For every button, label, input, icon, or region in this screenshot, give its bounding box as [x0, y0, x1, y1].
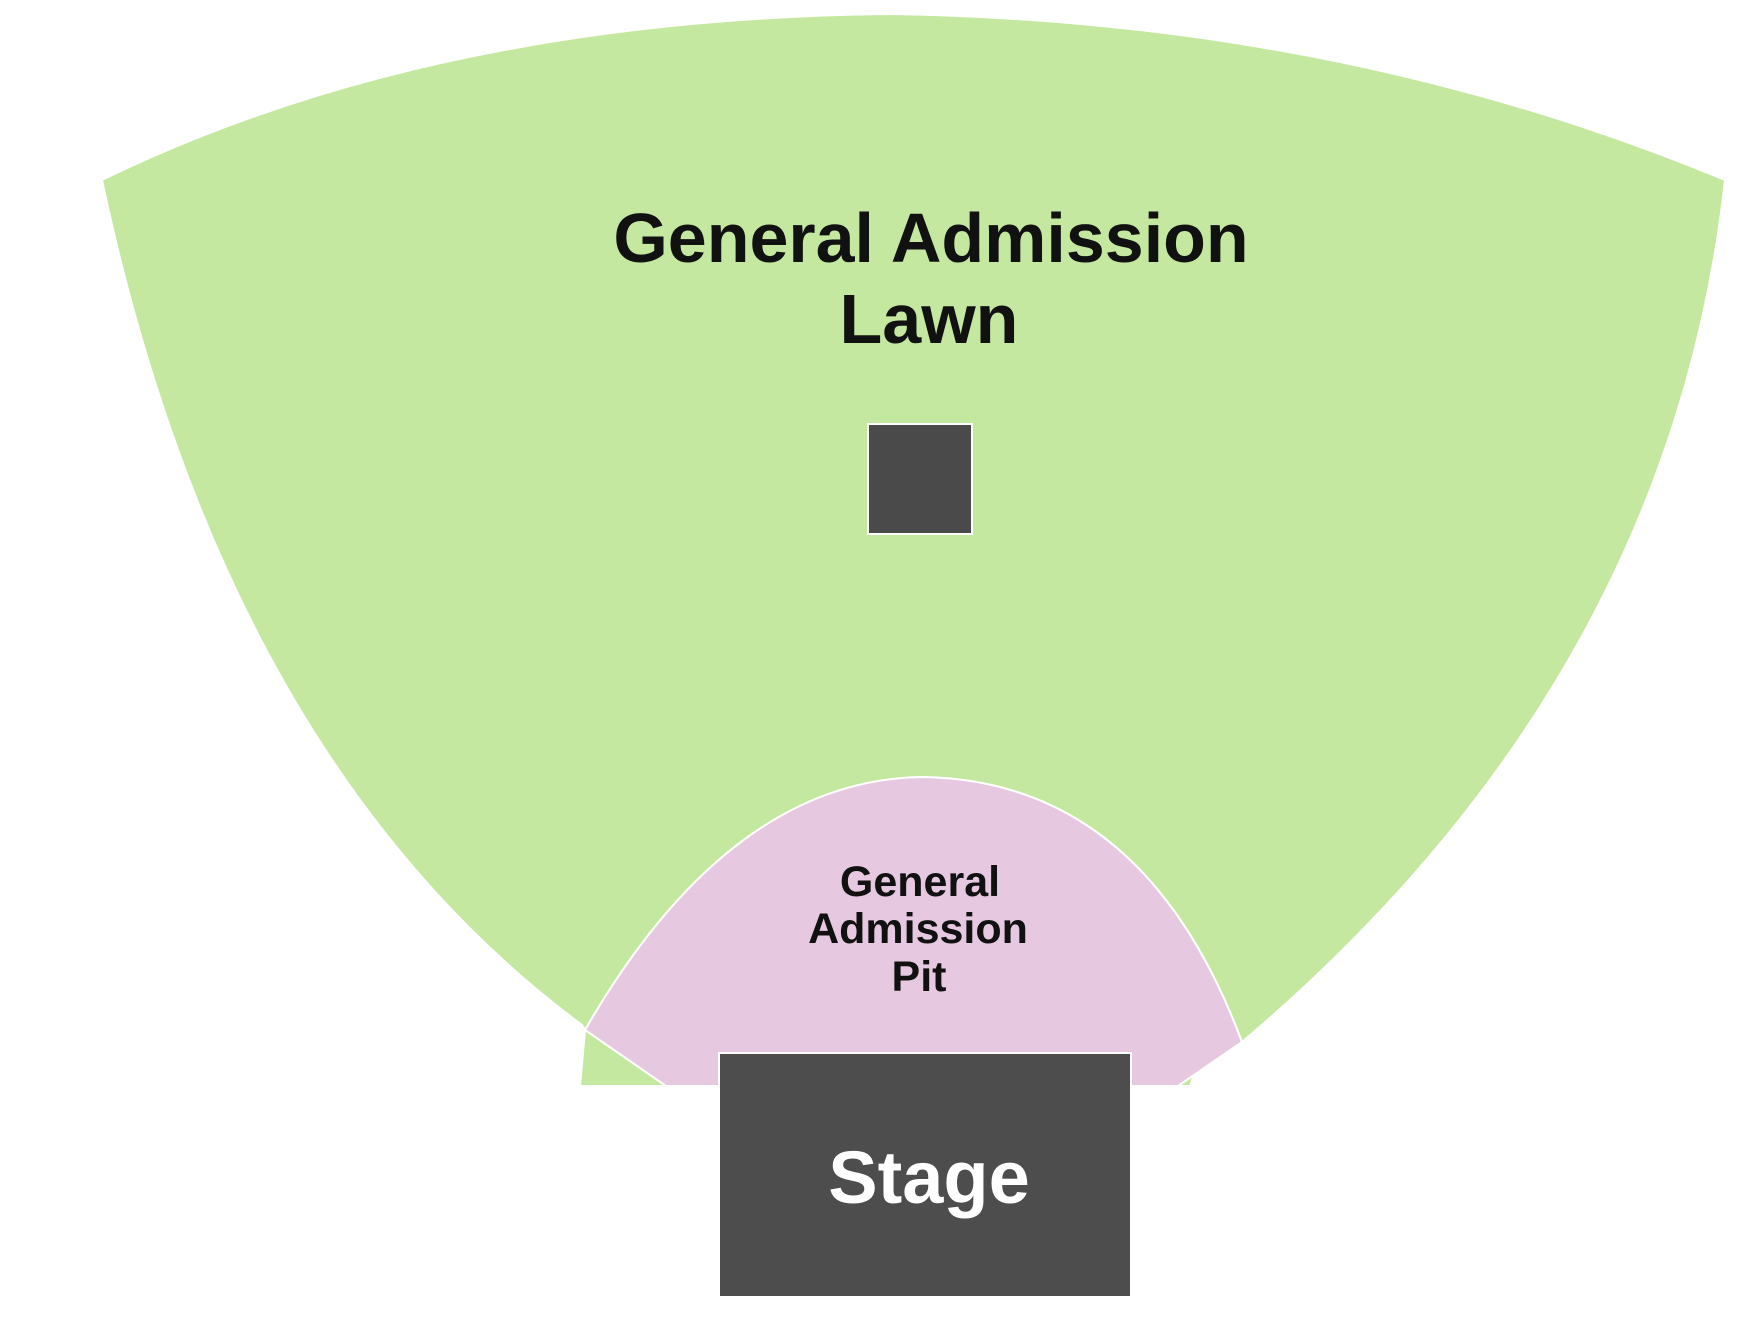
stage-label: Stage [828, 1136, 1030, 1219]
pit-label-line2: Admission [808, 905, 1028, 953]
lawn-section[interactable] [100, 12, 1727, 1087]
stage[interactable] [718, 1052, 1132, 1298]
pit-label-line1: General [840, 858, 1000, 906]
pit-section[interactable] [583, 775, 1244, 1087]
lawn-label-line1: General Admission [613, 199, 1248, 277]
lawn-label-line2: Lawn [840, 280, 1019, 358]
sound-booth [867, 423, 973, 535]
pit-label-line3: Pit [892, 953, 947, 1001]
